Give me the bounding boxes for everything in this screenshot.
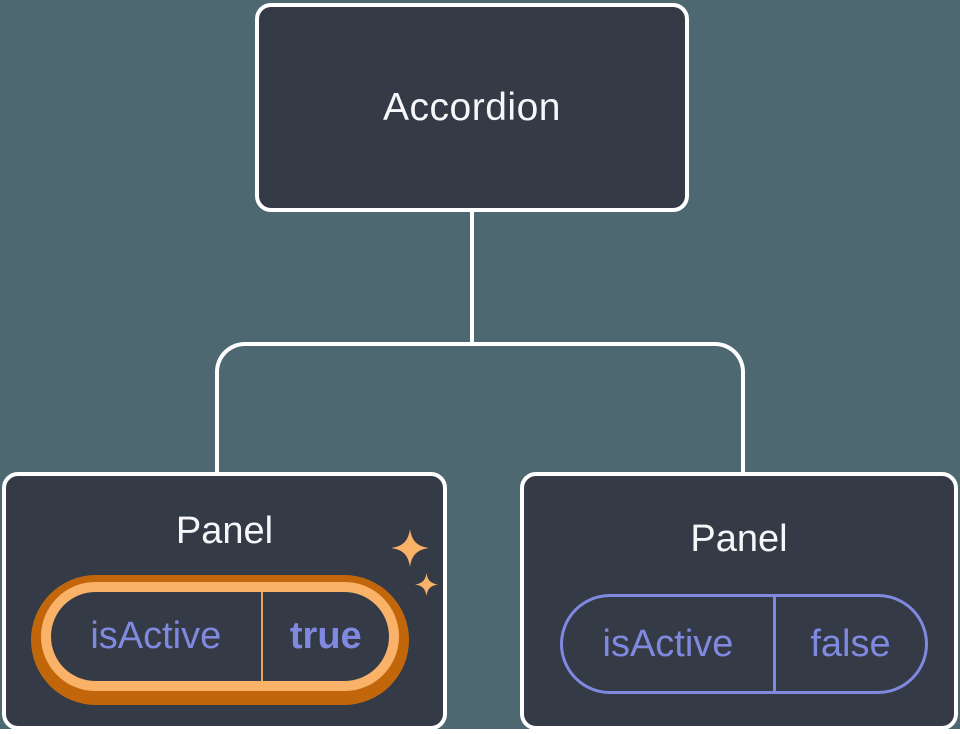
bottom-edge: [0, 729, 960, 734]
connector-branch-line: [215, 342, 745, 474]
state-pill-active-body: isActive true: [51, 592, 389, 681]
panel-node-inactive: Panel isActive false: [520, 472, 958, 730]
sparkle-icon-small: [415, 573, 438, 596]
state-value: true: [289, 615, 362, 657]
sparkle-icon: [391, 529, 429, 567]
state-pill-active-ring: isActive true: [41, 582, 399, 691]
accordion-node: Accordion: [255, 3, 689, 212]
state-value: false: [810, 622, 891, 665]
panel-label: Panel: [690, 518, 788, 560]
state-key: isActive: [602, 622, 734, 665]
state-key: isActive: [90, 615, 222, 657]
state-pill-inactive: isActive false: [560, 594, 928, 694]
panel-node-active: Panel isActive true: [2, 472, 447, 730]
accordion-label: Accordion: [383, 85, 561, 129]
state-pill-active: isActive true: [31, 575, 409, 705]
connector-stem-line: [470, 210, 474, 344]
state-pill-divider: [772, 597, 776, 691]
panel-label: Panel: [175, 510, 274, 552]
state-pill-divider: [260, 592, 263, 681]
